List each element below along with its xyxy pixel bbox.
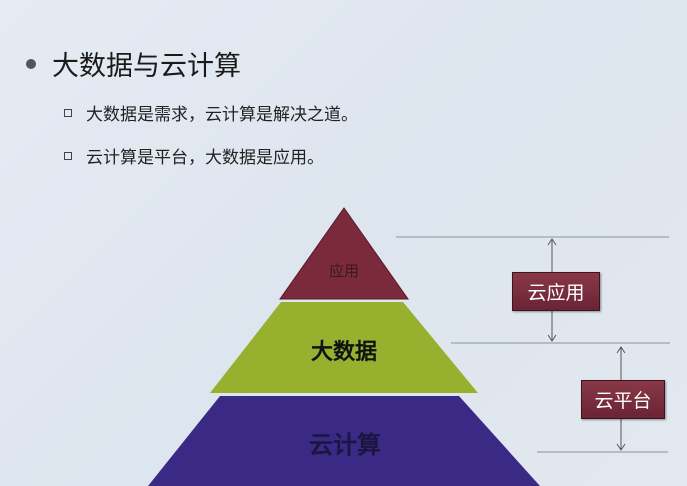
- pyramid-bottom-cloud-computing: [148, 396, 540, 486]
- square-bullet-icon: [64, 151, 72, 160]
- label-cloud-application: 云应用: [512, 272, 600, 311]
- bullet-text: 云计算是平台，大数据是应用。: [86, 148, 324, 168]
- pyramid-top-application: [279, 207, 409, 300]
- pyramid-label-big-data: 大数据: [310, 340, 378, 365]
- label-cloud-platform: 云平台: [581, 380, 665, 419]
- pyramid-label-application: 应用: [328, 262, 360, 280]
- pyramid-label-cloud-computing: 云计算: [309, 431, 381, 459]
- slide-title-row: 大数据与云计算: [26, 44, 241, 83]
- square-bullet-icon: [64, 108, 72, 117]
- arrow-head-icon: [547, 238, 557, 246]
- bullet-item: 大数据是需求，云计算是解决之道。: [64, 100, 358, 125]
- arrow-head-icon: [547, 334, 557, 342]
- arrow-head-icon: [616, 346, 626, 354]
- bullet-dot-icon: [26, 58, 36, 69]
- bullet-text: 大数据是需求，云计算是解决之道。: [86, 105, 358, 125]
- arrow-head-icon: [616, 443, 626, 451]
- pyramid-middle-big-data: [210, 302, 478, 393]
- bullet-item: 云计算是平台，大数据是应用。: [64, 143, 324, 168]
- slide-title: 大数据与云计算: [52, 51, 241, 82]
